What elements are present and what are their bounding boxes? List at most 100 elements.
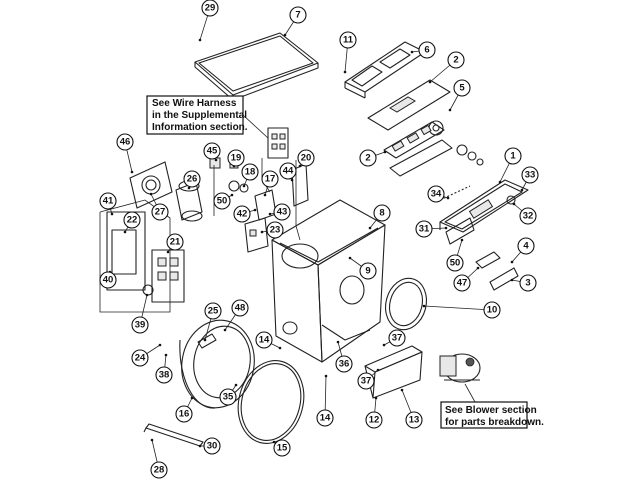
callout-leader-dot: [446, 196, 450, 200]
callout-leader-dot: [158, 343, 162, 347]
callout-c5: 5: [448, 79, 471, 112]
callout-circle: [427, 185, 445, 203]
control-panel-rear: [344, 41, 426, 99]
callout-leader-dot: [149, 192, 153, 196]
callout-number: 14: [320, 413, 331, 424]
callout-c26: 26: [183, 170, 201, 190]
callout-number: 37: [361, 376, 372, 387]
callout-circle: [203, 437, 221, 455]
callout-leader-dot: [203, 338, 207, 342]
callout-c15: 15: [272, 439, 291, 457]
callout-number: 7: [295, 10, 300, 21]
callout-circle: [418, 41, 436, 59]
callout-circle: [297, 149, 315, 167]
callout-circle: [373, 204, 391, 222]
bottom-bracket: [143, 423, 204, 447]
callout-leader-dot: [242, 184, 246, 188]
callout-circle: [519, 207, 537, 225]
callout-leader-dot: [278, 346, 282, 350]
callout-number: 50: [450, 258, 461, 269]
callout-circle: [453, 79, 471, 97]
rear-ring: [384, 277, 428, 331]
callout-leader-dot: [383, 150, 387, 154]
callout-c43: 43: [268, 203, 291, 221]
callout-leader-dot: [272, 440, 276, 444]
callout-number: 14: [259, 335, 270, 346]
callout-number: 30: [207, 441, 218, 452]
callout-number: 19: [231, 153, 242, 164]
callout-number: 34: [431, 189, 442, 200]
callout-circle: [447, 51, 465, 69]
callout-leader-dot: [368, 226, 372, 230]
callout-leader-dot: [130, 170, 134, 174]
callout-number: 48: [235, 303, 246, 314]
callout-c35: 35: [219, 383, 238, 406]
callout-leader-dot: [253, 208, 257, 212]
callout-circle: [359, 262, 377, 280]
callout-leader-dot: [110, 212, 114, 216]
callout-number: 10: [487, 305, 498, 316]
callout-c19: 19: [227, 149, 245, 168]
callout-circle: [446, 254, 464, 272]
toe-kick-panel: [364, 345, 423, 399]
callout-number: 21: [170, 237, 181, 248]
callout-circle: [116, 133, 134, 151]
callout-c13: 13: [400, 388, 423, 429]
callout-c16: 16: [175, 396, 194, 423]
callout-c3: 3: [510, 274, 537, 292]
callout-circle: [233, 205, 251, 223]
callout-c25: 25: [203, 302, 222, 342]
callout-leader-dot: [410, 50, 414, 54]
callout-number: 28: [154, 465, 165, 476]
callout-number: 8: [379, 208, 384, 219]
callout-circle: [504, 147, 522, 165]
callout-c33: 33: [520, 166, 539, 192]
callout-circle: [203, 142, 221, 160]
callout-leader-dot: [476, 266, 480, 270]
callout-number: 27: [155, 207, 166, 218]
callout-circle: [175, 405, 193, 423]
callout-circle: [266, 221, 284, 239]
callout-circle: [241, 163, 259, 181]
callout-leader-dot: [190, 396, 194, 400]
callout-number: 11: [343, 35, 354, 46]
callout-c18: 18: [241, 163, 259, 188]
callout-c22: 22: [123, 211, 141, 234]
callout-circle: [131, 316, 149, 334]
callout-circle: [227, 149, 245, 167]
callout-leader-dot: [510, 260, 514, 264]
callout-leader-dot: [448, 108, 452, 112]
callout-c1: 1: [498, 147, 522, 184]
callout-circle: [335, 355, 353, 373]
top-panel: [194, 32, 319, 101]
callout-leader-dot: [260, 230, 264, 234]
callout-c48: 48: [223, 299, 249, 332]
callout-leader-dot: [234, 383, 238, 387]
callout-number: 3: [525, 278, 530, 289]
console-small-parts: [439, 185, 519, 291]
callout-circle: [405, 411, 423, 429]
callout-leader-dot: [382, 343, 386, 347]
callout-number: 26: [187, 174, 198, 185]
callout-number: 43: [277, 207, 288, 218]
callout-c8: 8: [368, 204, 391, 230]
callout-c50a: 50: [213, 192, 234, 210]
callout-circle: [123, 211, 141, 229]
callout-c45: 45: [203, 142, 221, 162]
callout-circle: [273, 203, 291, 221]
callout-c44: 44: [279, 162, 297, 182]
callout-circle: [365, 411, 383, 429]
blower-assembly: [439, 353, 481, 383]
callout-number: 17: [265, 174, 276, 185]
callout-leader-dot: [263, 193, 267, 197]
callout-c11: 11: [339, 31, 357, 74]
callout-number: 2: [453, 55, 458, 66]
blower-note-line-1: See Blower section: [445, 405, 537, 416]
callout-circle: [359, 149, 377, 167]
callout-leader-dot: [283, 33, 287, 37]
callout-number: 32: [523, 211, 534, 222]
callout-c17: 17: [261, 170, 279, 197]
callout-circle: [521, 166, 539, 184]
callout-number: 31: [419, 224, 430, 235]
